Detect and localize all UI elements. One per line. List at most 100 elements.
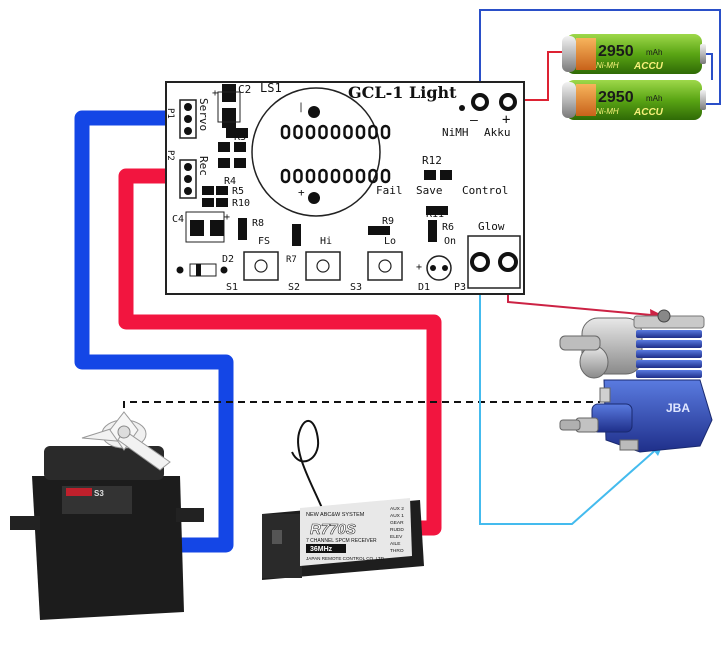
ic-pin xyxy=(305,168,316,184)
receiver-header: P2 Rec xyxy=(165,150,210,199)
label-d1: D1 xyxy=(418,282,430,293)
button-s3: S3 xyxy=(350,251,403,293)
diode-d2: D2 xyxy=(176,254,234,277)
resistor-r11 xyxy=(426,206,448,215)
label-hi: Hi xyxy=(320,236,332,247)
label-nimh: NiMH xyxy=(442,126,469,139)
controller-board: GCL-1 Light LS1 | + P1 Servo P2 xyxy=(165,81,525,295)
battery-bottom-brand: ACCU xyxy=(633,107,664,118)
label-s3: S3 xyxy=(350,282,362,293)
battery-link-wire xyxy=(704,53,713,80)
ic-pin xyxy=(330,168,341,184)
receiver-desc: 7 CHANNEL SPCM RECEIVER xyxy=(306,538,377,544)
label-p3: P3 xyxy=(454,282,466,293)
battery-bottom-chem: Ni-MH xyxy=(596,107,619,116)
receiver: NEW ABC&W SYSTEM R770S 7 CHANNEL SPCM RE… xyxy=(262,419,424,580)
receiver-system: NEW ABC&W SYSTEM xyxy=(306,512,365,518)
receiver-channel-label: ELEV xyxy=(390,534,403,540)
label-on: On xyxy=(444,236,456,247)
label-glow: Glow xyxy=(478,220,505,233)
label-akku: Akku xyxy=(484,126,511,139)
ic-pins xyxy=(280,124,391,184)
ic-pin xyxy=(368,168,378,184)
label-fail: Fail xyxy=(376,184,403,197)
receiver-freq: 36MHz xyxy=(310,546,333,553)
pad-c xyxy=(218,158,230,168)
c4-plus: + xyxy=(224,212,230,223)
pad-r12a xyxy=(424,170,436,180)
resistor-r8 xyxy=(238,218,247,240)
ic-pin xyxy=(305,124,316,140)
battery-bottom-unit: mAh xyxy=(646,94,662,103)
pad-r5b xyxy=(216,186,228,195)
battery-top-unit: mAh xyxy=(646,48,662,57)
ic-pin xyxy=(318,168,328,184)
ic-pin xyxy=(318,124,328,140)
speaker-polarity-bottom: + xyxy=(298,186,305,199)
label-servo: Servo xyxy=(197,98,210,131)
resistor-r3: R3 xyxy=(226,128,248,143)
battery-top-chem: Ni-MH xyxy=(596,61,619,70)
servo-header: P1 Servo xyxy=(165,98,210,139)
ic-pin xyxy=(330,124,341,140)
pad-a xyxy=(218,142,230,152)
ground-wire xyxy=(479,262,661,525)
label-c4: C4 xyxy=(172,214,184,225)
receiver-channel-label: RUDD xyxy=(390,527,404,533)
receiver-channel-label: THRO xyxy=(390,548,404,554)
led-plus: + xyxy=(416,262,422,273)
ic-pin xyxy=(293,168,303,184)
servo: S3 xyxy=(10,411,204,620)
pad-b xyxy=(234,142,246,152)
receiver-model: R770S xyxy=(310,521,356,538)
ic-pin xyxy=(380,168,391,184)
glow-wire xyxy=(507,262,663,317)
label-r5: R5 xyxy=(232,186,244,197)
label-s2: S2 xyxy=(288,282,300,293)
ic-pin xyxy=(380,124,391,140)
ic-pin xyxy=(355,168,366,184)
label-r8: R8 xyxy=(252,218,264,229)
servo-label: S3 xyxy=(94,489,104,498)
servo-wire xyxy=(74,110,234,553)
label-minus: — xyxy=(470,113,478,128)
label-p1: P1 xyxy=(165,108,175,119)
receiver-maker: JAPAN REMOTE CONTROL CO.,LTD xyxy=(306,556,385,561)
receiver-channel-label: AILE xyxy=(390,541,400,547)
c2-plus: + xyxy=(212,88,218,99)
ic-pin xyxy=(293,124,303,140)
glow-engine: JBA xyxy=(559,309,713,453)
label-ls1: LS1 xyxy=(260,81,282,95)
label-control: Control xyxy=(462,184,508,197)
pad-r12b xyxy=(440,170,452,180)
ic-pin xyxy=(355,124,366,140)
pad-r10a xyxy=(202,198,214,207)
battery-bottom-capacity: 2950 xyxy=(598,89,634,106)
label-rec: Rec xyxy=(197,156,210,176)
label-r10: R10 xyxy=(232,198,250,209)
receiver-channel-label: AUX 2 xyxy=(390,506,404,512)
led-d1: + D1 P3 xyxy=(416,255,466,293)
label-lo: Lo xyxy=(384,236,396,247)
speaker-polarity-top: | xyxy=(298,102,304,113)
label-plus: + xyxy=(502,112,510,128)
label-r3: R3 xyxy=(234,132,246,143)
receiver-channel-label: GEAR xyxy=(390,520,404,526)
battery-top-brand: ACCU xyxy=(633,61,664,72)
battery-top-capacity: 2950 xyxy=(598,43,634,60)
ic-pin xyxy=(280,168,291,184)
label-save: Save xyxy=(416,184,443,197)
battery-terminal: — + NiMH Akku xyxy=(442,93,517,139)
speaker-pad-top xyxy=(308,106,320,118)
resistor-r9 xyxy=(368,226,390,235)
receiver-wire xyxy=(118,168,442,536)
label-r6: R6 xyxy=(442,222,454,233)
ic-pin xyxy=(368,124,378,140)
throttle-linkage xyxy=(123,401,600,420)
label-r12: R12 xyxy=(422,154,442,167)
speaker-outline xyxy=(251,87,381,217)
button-s1: S1 xyxy=(226,251,279,293)
speaker-pad-bottom xyxy=(308,192,320,204)
